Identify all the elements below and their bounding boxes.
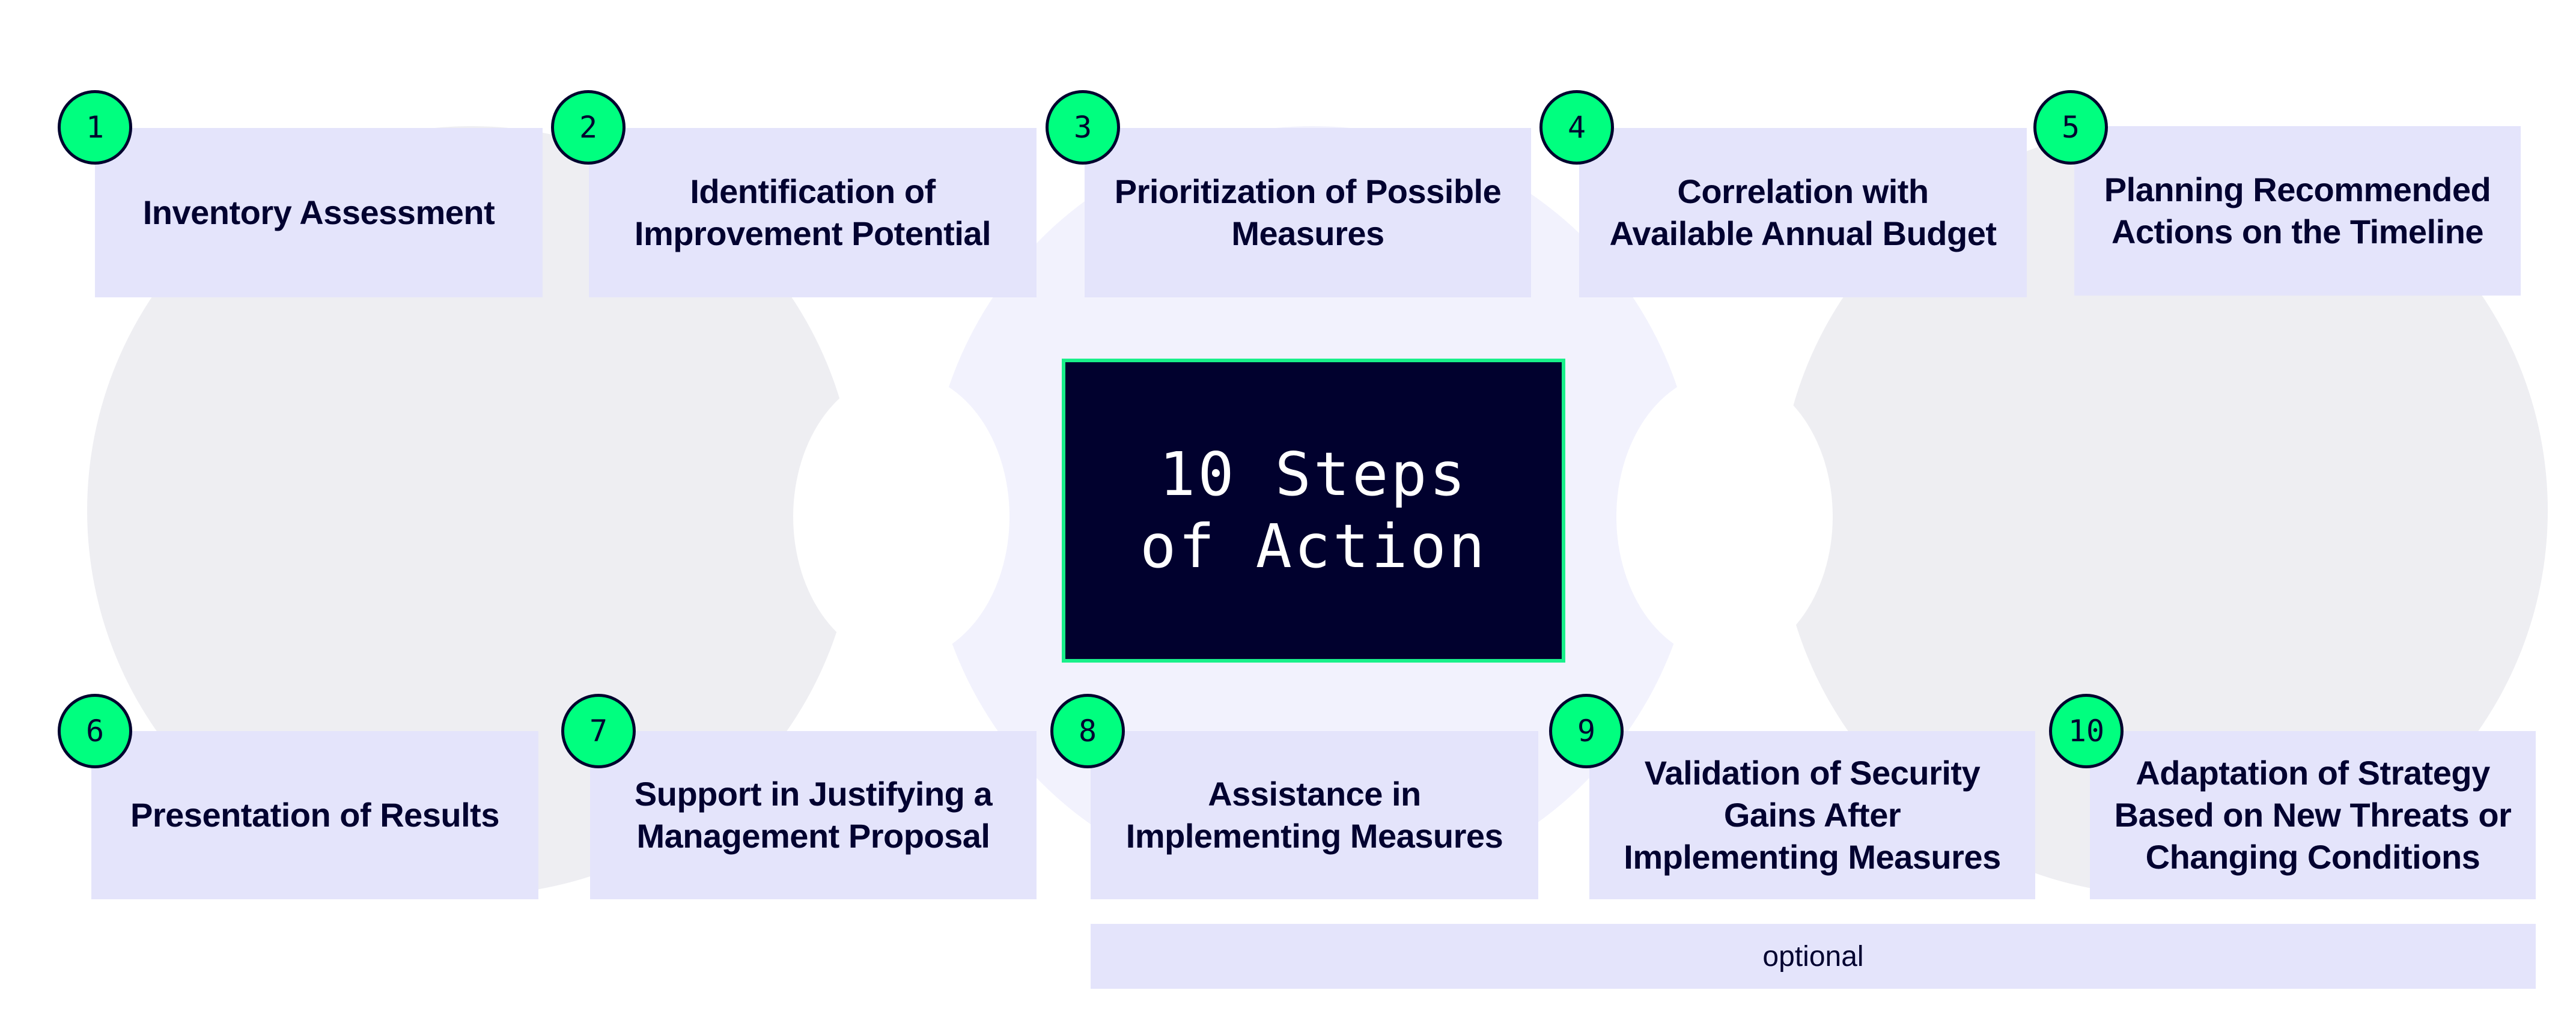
- step-box-3: Prioritization of Possible Measures: [1085, 128, 1531, 297]
- step-box-4: Correlation with Available Annual Budget: [1579, 128, 2027, 297]
- step-number-badge-5: 5: [2033, 90, 2108, 165]
- center-title: 10 Steps of Action: [1140, 439, 1487, 581]
- left-gear-shape: [87, 126, 856, 895]
- step-label: Correlation with Available Annual Budget: [1609, 172, 1997, 252]
- step-number-badge-2: 2: [551, 90, 626, 165]
- step-number: 9: [1577, 714, 1596, 748]
- step-number: 8: [1078, 714, 1097, 748]
- step-label: Support in Justifying a Management Propo…: [634, 775, 993, 855]
- step-box-8: Assistance in Implementing Measures: [1091, 731, 1538, 899]
- step-number: 10: [2068, 714, 2105, 748]
- right-gear-shape: [1779, 126, 2548, 895]
- step-number: 3: [1073, 110, 1092, 145]
- step-label: Inventory Assessment: [142, 193, 495, 231]
- step-box-5: Planning Recommended Actions on the Time…: [2074, 126, 2521, 296]
- step-label: Assistance in Implementing Measures: [1125, 775, 1503, 855]
- step-label: Prioritization of Possible Measures: [1114, 172, 1502, 252]
- step-number: 5: [2061, 110, 2080, 145]
- step-number-badge-3: 3: [1046, 90, 1120, 165]
- step-label: Presentation of Results: [130, 796, 499, 834]
- step-number: 4: [1567, 110, 1586, 145]
- step-box-9: Validation of Security Gains After Imple…: [1589, 731, 2035, 899]
- optional-bar: optional: [1091, 924, 2536, 989]
- step-number-badge-9: 9: [1549, 694, 1624, 768]
- step-box-7: Support in Justifying a Management Propo…: [590, 731, 1037, 899]
- step-number: 1: [85, 110, 105, 145]
- step-label: Identification of Improvement Potential: [634, 172, 991, 252]
- step-label: Validation of Security Gains After Imple…: [1624, 754, 2001, 876]
- step-number-badge-10: 10: [2049, 694, 2124, 768]
- step-number-badge-6: 6: [58, 694, 132, 768]
- step-label: Planning Recommended Actions on the Time…: [2104, 171, 2491, 250]
- step-number: 2: [579, 110, 598, 145]
- step-number-badge-8: 8: [1050, 694, 1125, 768]
- step-number-badge-1: 1: [58, 90, 132, 165]
- optional-label: optional: [1762, 940, 1864, 973]
- step-box-1: Inventory Assessment: [95, 128, 543, 297]
- step-box-6: Presentation of Results: [91, 731, 538, 899]
- step-number: 7: [589, 714, 608, 748]
- center-title-box: 10 Steps of Action: [1062, 359, 1565, 663]
- step-label: Adaptation of Strategy Based on New Thre…: [2114, 754, 2512, 876]
- step-number-badge-7: 7: [561, 694, 636, 768]
- step-number: 6: [85, 714, 105, 748]
- step-box-10: Adaptation of Strategy Based on New Thre…: [2090, 731, 2536, 899]
- step-number-badge-4: 4: [1539, 90, 1614, 165]
- step-box-2: Identification of Improvement Potential: [589, 128, 1037, 297]
